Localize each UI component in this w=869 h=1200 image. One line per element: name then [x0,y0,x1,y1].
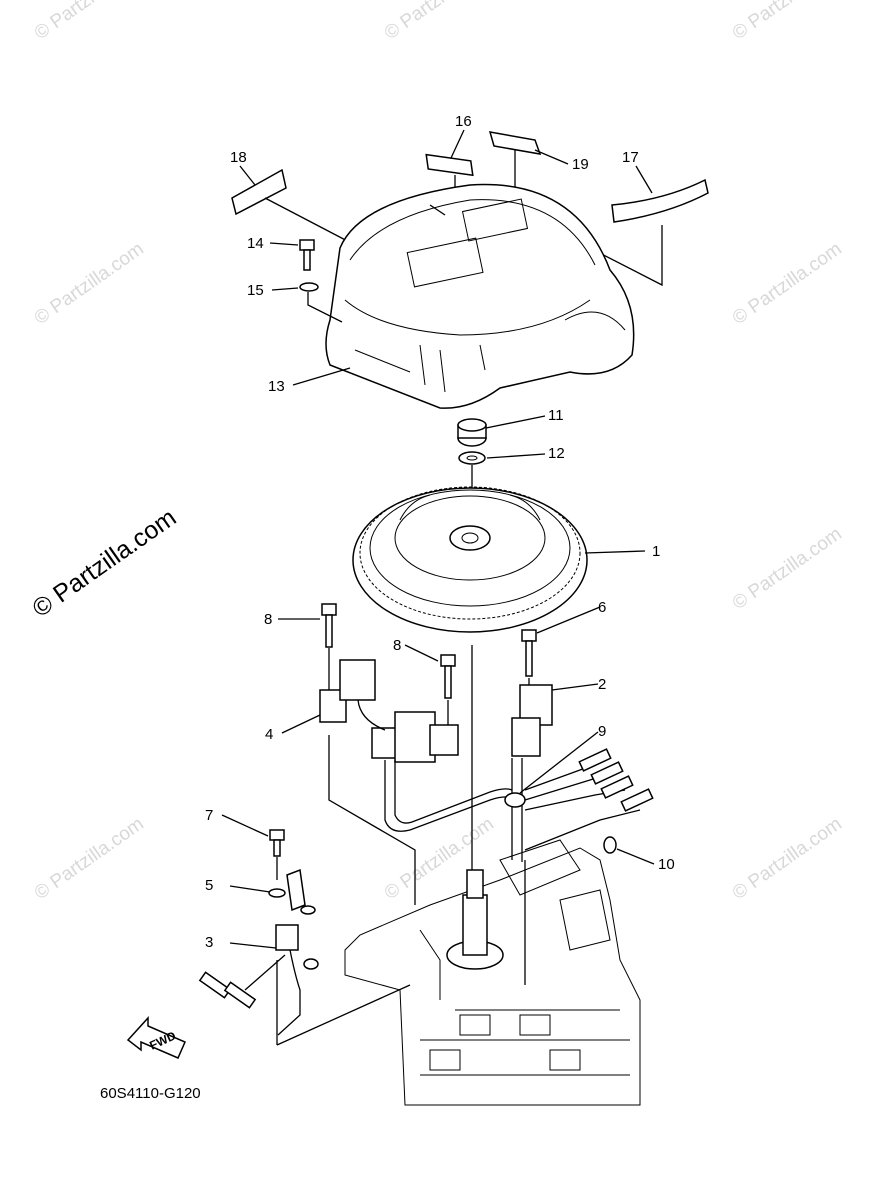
callout-3: 3 [205,934,213,951]
wire-harness-9 [504,748,654,862]
callout-10: 10 [658,856,675,873]
pulser-coil-2 [511,684,553,757]
nut-11 [457,418,487,447]
callout-1: 1 [652,543,660,560]
washer-12 [458,451,486,465]
callout-12: 12 [548,445,565,462]
bolt-14 [299,239,315,271]
fwd-arrow-icon: FWD [126,1016,186,1059]
callout-8: 8 [264,611,272,628]
watermark: © Partzilla.com [729,813,846,904]
watermarks: © Partzilla.com © Partzilla.com © Partzi… [27,0,845,904]
watermark: © Partzilla.com [31,0,148,44]
callout-9: 9 [598,723,606,740]
plug-10 [603,836,617,854]
callout-7: 7 [205,807,213,824]
stator-coil-4 [319,659,513,832]
callout-6: 6 [598,599,606,616]
watermark: © Partzilla.com [381,0,498,44]
callout-16: 16 [455,113,472,130]
callout-4: 4 [265,726,273,743]
callout-15: 15 [247,282,264,299]
callout-2: 2 [598,676,606,693]
watermark: © Partzilla.com [729,0,846,44]
callout-19: 19 [572,156,589,173]
bolt-8-center [440,654,456,725]
watermark: © Partzilla.com [31,813,148,904]
guide-lines [276,645,526,1046]
leader-lines [221,129,655,949]
callout-5: 5 [205,877,213,894]
watermark: © Partzilla.com [729,238,846,329]
watermark-large: © Partzilla.com [27,503,181,623]
clamp-5 [268,868,316,915]
label-18 [231,168,356,246]
washer-15 [299,282,343,323]
watermark: © Partzilla.com [729,523,846,614]
engine-block [344,839,641,1106]
callouts: 1 2 3 4 5 6 7 8 8 9 10 11 12 13 14 15 16… [205,113,675,951]
bolt-8-left [321,603,337,700]
flywheel [352,486,588,633]
callout-18: 18 [230,149,247,166]
watermark: © Partzilla.com [31,238,148,329]
sensor-3 [198,924,319,1045]
bolt-7 [269,829,285,880]
callout-14: 14 [247,235,264,252]
callout-17: 17 [622,149,639,166]
callout-13: 13 [268,378,285,395]
callout-8-b: 8 [393,637,401,654]
flywheel-cover [325,183,635,409]
diagram-code: 60S4110-G120 [100,1085,201,1102]
callout-11: 11 [548,407,564,424]
